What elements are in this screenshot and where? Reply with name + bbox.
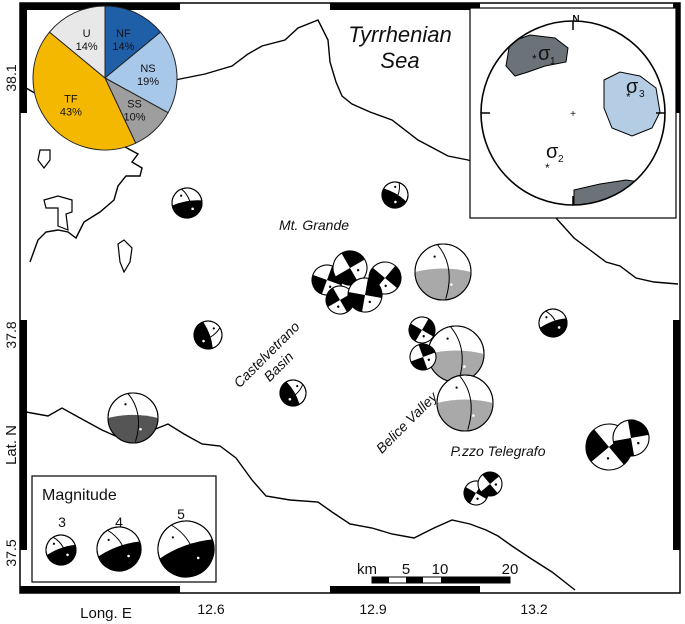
beachball-north-east <box>381 181 409 209</box>
lon-tick-13-2: 13.2 <box>520 601 547 617</box>
legend-label-4: 4 <box>115 514 123 530</box>
lon-tick-12-6: 12.6 <box>197 601 224 617</box>
magnitude-legend: Magnitude 3 4 5 <box>31 475 217 583</box>
pie-label-u: U <box>83 28 91 40</box>
legend-label-5: 5 <box>177 506 185 522</box>
sigma2-subscript: 2 <box>558 154 564 165</box>
sigma3-subscript: 3 <box>639 89 645 100</box>
beachball-belice-small-1 <box>408 316 436 344</box>
beachball-castelvetrano <box>193 320 223 350</box>
scale-label-10: 10 <box>432 561 449 578</box>
beachball-cluster-5 <box>347 277 383 313</box>
sigma3-star: * <box>626 90 631 104</box>
pie-percent-nf: 14% <box>112 41 134 53</box>
lon-axis-label: Long. E <box>80 605 132 622</box>
sigma3-label: σ <box>626 76 639 98</box>
lat-axis-label: Lat. N <box>3 425 20 465</box>
legend-ball-m5 <box>157 520 215 578</box>
legend-ball-m3 <box>45 534 77 566</box>
beachball-castelvetrano-south <box>279 379 307 407</box>
lat-tick-38-1: 38.1 <box>3 64 19 91</box>
pie-label-tf: TF <box>64 93 78 105</box>
beachball-telegrafo-2 <box>612 419 650 457</box>
beachball-belice-large-2 <box>436 374 494 432</box>
beachball-south-2 <box>477 471 503 497</box>
legend-label-3: 3 <box>58 514 66 530</box>
beachball-south-coast <box>107 392 159 444</box>
sigma2-label: σ <box>546 141 559 163</box>
sigma1-subscript: 1 <box>550 56 556 67</box>
pie-percent-ss: 10% <box>124 111 146 123</box>
pie-label-ss: SS <box>127 98 142 110</box>
pie-percent-u: 14% <box>76 41 98 53</box>
label-telegrafo: P.zzo Telegrafo <box>451 443 546 459</box>
stereonet-inset: N + * σ 1 * σ 3 σ 2 * <box>469 7 677 219</box>
stereonet-center-mark: + <box>570 109 576 120</box>
sigma1-label: σ <box>538 43 551 65</box>
scale-bar: km 5 10 20 <box>357 561 519 584</box>
scale-unit: km <box>357 561 377 578</box>
beachball-cluster-3 <box>368 261 402 295</box>
pie-slice-tf <box>32 31 137 151</box>
label-mt-grande: Mt. Grande <box>279 217 349 233</box>
sigma1-star: * <box>532 52 537 66</box>
pie-slice-u <box>48 5 106 80</box>
lat-tick-37-8: 37.8 <box>3 321 19 348</box>
stereonet-north-label: N <box>572 14 579 25</box>
lat-tick-37-5: 37.5 <box>3 539 19 566</box>
scale-label-5: 5 <box>402 561 410 578</box>
pie-slice-ns <box>104 31 178 114</box>
legend-title: Magnitude <box>42 487 117 504</box>
pie-percent-ns: 19% <box>137 76 159 88</box>
pie-label-nf: NF <box>116 28 131 40</box>
coastline <box>149 19 679 285</box>
islets <box>37 149 133 274</box>
beachball-belice-large-1 <box>427 325 485 383</box>
beachball-north-west <box>171 187 203 219</box>
beachball-east <box>538 308 568 338</box>
pie-label-ns: NS <box>140 63 155 75</box>
sigma1-region <box>505 34 569 77</box>
beachball-mt-grande-large <box>414 243 472 301</box>
sigma3-region <box>603 71 661 137</box>
scale-label-20: 20 <box>502 561 519 578</box>
sigma2-star: * <box>545 161 550 175</box>
sea-label-line1: Tyrrhenian <box>348 22 452 47</box>
lon-tick-12-9: 12.9 <box>359 601 386 617</box>
pie-slice-nf <box>104 5 162 80</box>
sea-label-line2: Sea <box>380 48 419 73</box>
pie-percent-tf: 43% <box>60 106 82 118</box>
beachball-belice-small-2 <box>409 343 437 371</box>
focal-mechanisms <box>107 181 650 506</box>
legend-ball-m4 <box>96 526 142 572</box>
